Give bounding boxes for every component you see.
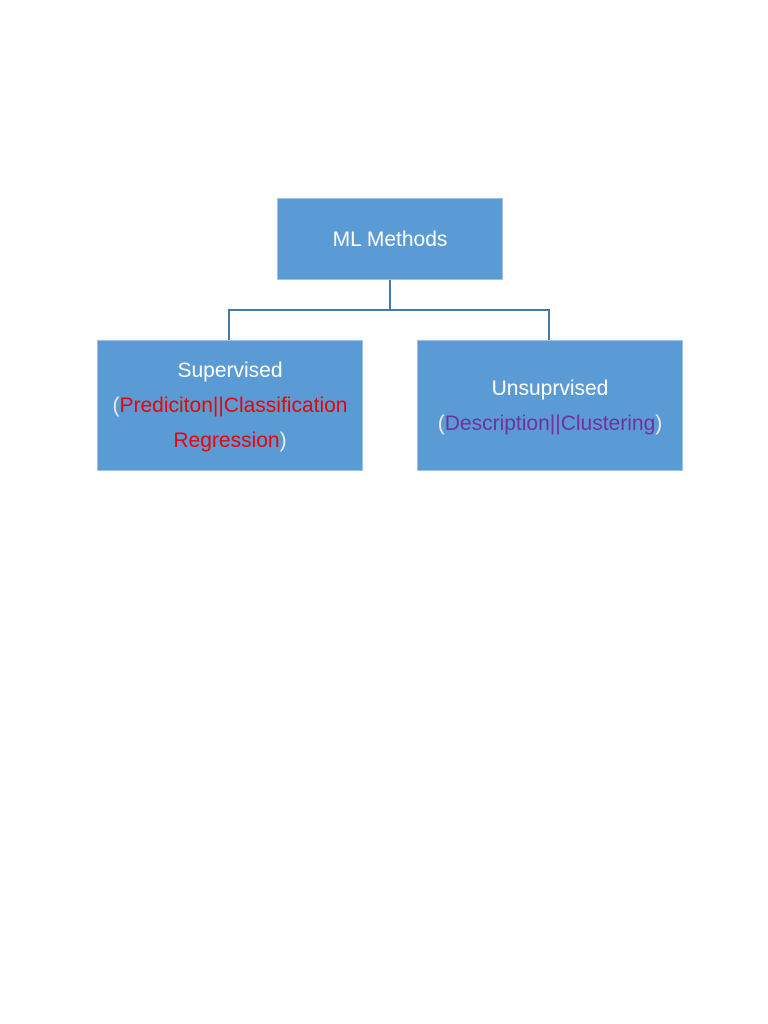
node-supervised-terms-line1: (Prediciton||Classification [112, 388, 347, 423]
close-paren: ) [655, 411, 663, 435]
node-unsupervised-terms-line: (Description||Clustering) [438, 406, 663, 441]
node-supervised: Supervised (Prediciton||Classification R… [97, 340, 363, 471]
connector-left-drop [228, 309, 230, 340]
open-paren: ( [112, 394, 120, 417]
connector-right-drop [548, 309, 550, 340]
node-unsupervised-title: Unsuprvised [491, 376, 609, 400]
connector-horizontal-bar [228, 309, 550, 311]
supervised-terms-part2: Regression [173, 429, 280, 452]
node-supervised-title: Supervised [177, 359, 283, 382]
node-unsupervised: Unsuprvised (Description||Clustering) [417, 340, 683, 471]
close-paren: ) [279, 429, 287, 452]
unsupervised-terms: Description||Clustering [444, 411, 656, 435]
node-supervised-terms-line2: Regression) [173, 423, 286, 458]
node-ml-methods: ML Methods [277, 198, 503, 280]
connector-root-stem [389, 280, 391, 310]
supervised-terms-part1: Prediciton||Classification [119, 394, 348, 417]
open-paren: ( [437, 411, 445, 435]
node-ml-methods-label: ML Methods [332, 227, 448, 251]
